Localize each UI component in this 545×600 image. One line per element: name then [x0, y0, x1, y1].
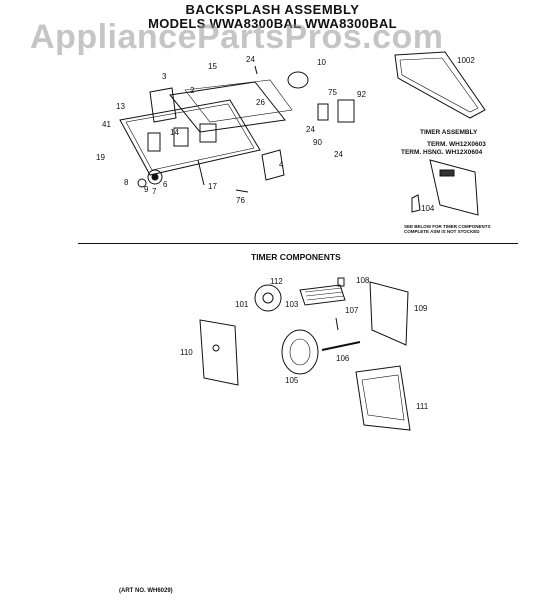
callout-26: 26 — [256, 98, 265, 107]
callout-24-right: 24 — [334, 150, 343, 159]
callout-15: 15 — [208, 62, 217, 71]
callout-41: 41 — [102, 120, 111, 129]
callout-104: 104 — [421, 204, 435, 213]
callout-75: 75 — [328, 88, 337, 97]
clip-108 — [337, 277, 345, 287]
callout-111: 111 — [416, 402, 429, 411]
timer-note: SEE BELOW FOR TIMER COMPONENTS COMPLETE … — [404, 224, 491, 234]
end-cap-right — [261, 149, 285, 181]
callout-13: 13 — [116, 102, 125, 111]
part-92 — [337, 99, 355, 123]
timer-housing-label: TERM. HSNG. WH12X0604 — [401, 149, 483, 156]
timer-components-drawing — [199, 277, 411, 431]
knob-large — [147, 169, 163, 185]
callout-17: 17 — [208, 182, 217, 191]
timer-terminal — [439, 169, 455, 177]
callout-109: 109 — [414, 304, 428, 313]
callout-3: 3 — [162, 72, 167, 81]
callout-103: 103 — [285, 300, 299, 309]
timer-motor-101 — [254, 284, 282, 312]
end-cap-left — [149, 87, 177, 123]
contact-block-103 — [299, 284, 346, 306]
callout-112: 112 — [270, 277, 283, 286]
callout-90: 90 — [313, 138, 322, 147]
callout-24-mid: 24 — [306, 125, 315, 134]
backsplash-cover — [184, 79, 293, 123]
panel-window-3 — [199, 123, 217, 143]
callout-107: 107 — [345, 306, 359, 315]
screw-76 — [235, 189, 249, 193]
callout-10: 10 — [317, 58, 326, 67]
knob-large-center — [151, 173, 159, 181]
callout-76: 76 — [236, 196, 245, 205]
part-104 — [411, 194, 421, 213]
panel-window-2 — [173, 127, 189, 147]
diagram-title: BACKSPLASH ASSEMBLY — [185, 2, 360, 17]
control-panel — [119, 99, 261, 176]
control-panel-inner — [125, 103, 255, 171]
timer-terminal-housing — [429, 159, 479, 216]
callout-105: 105 — [285, 376, 299, 385]
timer-components-heading: TIMER COMPONENTS — [251, 252, 341, 262]
cam-105 — [281, 329, 319, 375]
watermark-text: AppliancePartsPros.com — [30, 18, 444, 56]
bracket-109 — [369, 281, 409, 346]
backsplash-assembly-drawing — [119, 51, 486, 216]
callout-8: 8 — [124, 178, 129, 187]
plate-hole — [212, 344, 220, 352]
knob-small — [137, 178, 147, 188]
timer-assembly-heading: TIMER ASSEMBLY — [420, 129, 478, 136]
screw-24 — [254, 65, 258, 75]
callout-6: 6 — [163, 180, 168, 189]
callout-110: 110 — [180, 348, 193, 357]
spring-107 — [335, 317, 339, 331]
panel-window-1 — [147, 132, 161, 152]
section-divider — [78, 243, 518, 244]
callout-101: 101 — [235, 300, 249, 309]
callout-9: 9 — [144, 185, 149, 194]
shaft-106 — [321, 341, 361, 351]
screw-17 — [197, 159, 205, 186]
art-number: (ART NO. WH6029) — [119, 588, 173, 594]
callout-4: 4 — [279, 160, 284, 169]
callout-2: 2 — [190, 86, 195, 95]
switch-part-10 — [287, 71, 309, 89]
callout-108: 108 — [356, 276, 370, 285]
backsplash-rail — [169, 81, 286, 133]
part-75 — [317, 103, 329, 121]
plate-110 — [199, 319, 239, 386]
model-numbers: MODELS WWA8300BAL WWA8300BAL — [148, 16, 397, 31]
housing-111 — [355, 365, 411, 431]
callout-92: 92 — [357, 90, 366, 99]
callout-1002: 1002 — [457, 56, 475, 65]
callout-24-top: 24 — [246, 55, 255, 64]
cover-1002-inner — [399, 57, 479, 113]
callout-106: 106 — [336, 354, 350, 363]
timer-term-label: TERM. WH12X0603 — [427, 141, 486, 148]
callout-19: 19 — [96, 153, 105, 162]
cover-1002 — [394, 51, 486, 119]
callout-14: 14 — [170, 128, 179, 137]
callout-7: 7 — [152, 187, 157, 196]
timer-motor-hub — [262, 292, 274, 304]
